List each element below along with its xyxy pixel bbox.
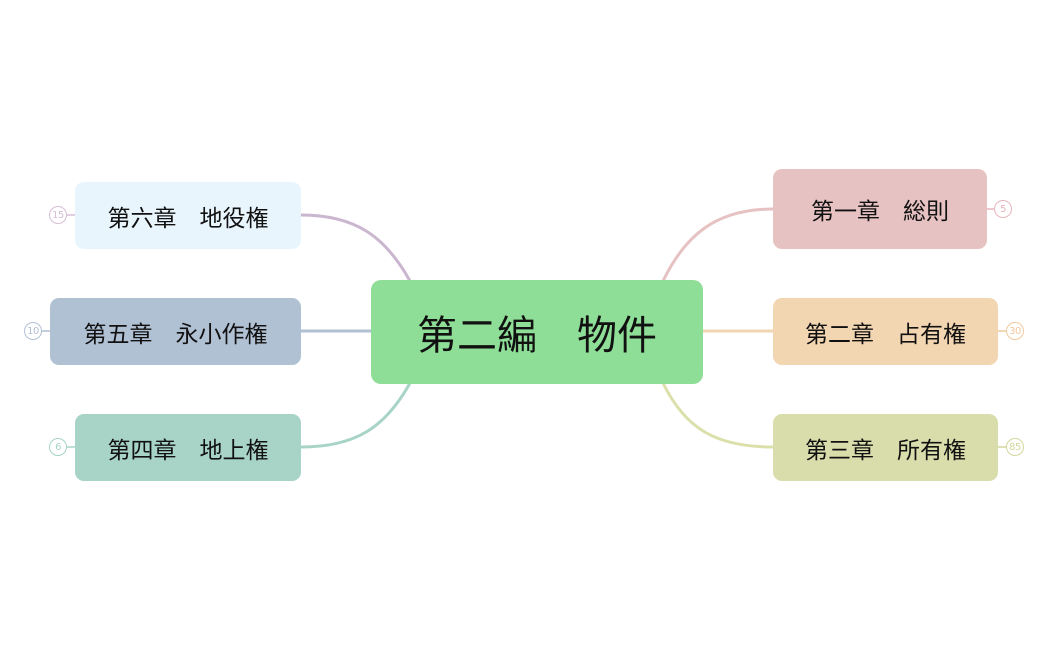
subtopic-count-badge-ch1[interactable]: 5 (994, 200, 1012, 218)
connector-ch4 (300, 382, 412, 449)
subtopic-count-badge-ch5[interactable]: 10 (24, 322, 42, 340)
topic-chapter-6[interactable]: 第六章 地役権 (75, 182, 301, 249)
topic-chapter-3[interactable]: 第三章 所有権 (773, 414, 998, 481)
connector-ch3 (661, 382, 774, 449)
subtopic-count-badge-ch2[interactable]: 30 (1006, 322, 1024, 340)
subtopic-count-badge-ch4[interactable]: 6 (49, 438, 67, 456)
topic-chapter-2[interactable]: 第二章 占有権 (773, 298, 998, 365)
connector-ch1 (661, 207, 774, 282)
topic-chapter-1[interactable]: 第一章 総則 (773, 169, 987, 249)
subtopic-count-badge-ch6[interactable]: 15 (49, 206, 67, 224)
topic-chapter-4[interactable]: 第四章 地上権 (75, 414, 301, 481)
subtopic-count-badge-ch3[interactable]: 85 (1006, 438, 1024, 456)
central-topic[interactable]: 第二編 物件 (371, 280, 703, 384)
topic-chapter-5[interactable]: 第五章 永小作権 (50, 298, 301, 365)
connector-ch6 (300, 213, 412, 282)
